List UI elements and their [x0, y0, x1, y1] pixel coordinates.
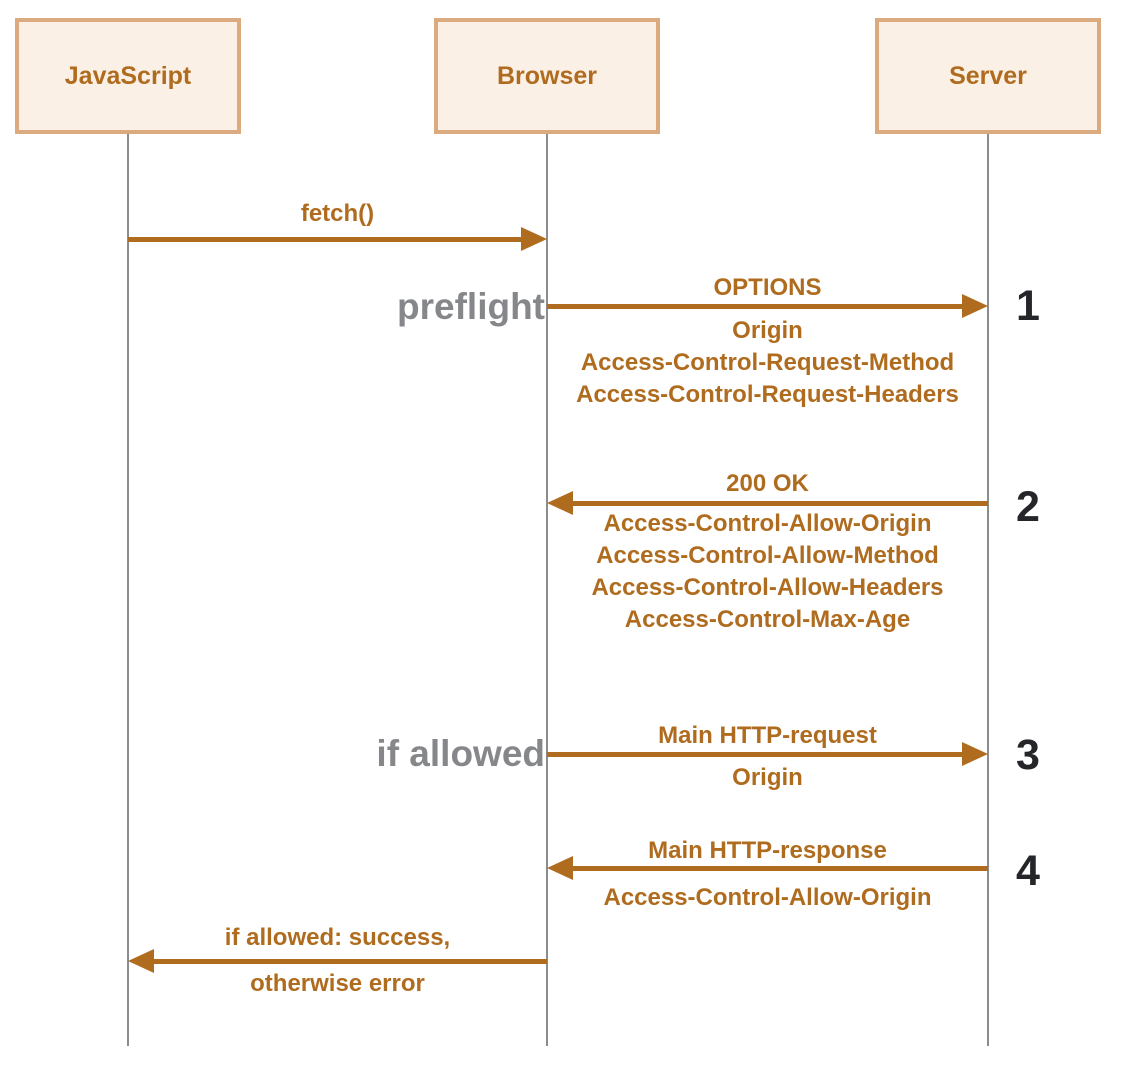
main-request-header: Origin [732, 764, 803, 791]
header-line: Access-Control-Request-Headers [576, 381, 959, 408]
fetch-arrow-shaft [128, 237, 525, 242]
main-request-arrow [547, 742, 988, 767]
actor-label-javascript: JavaScript [64, 61, 192, 90]
if-allowed-annotation: if allowed [376, 733, 545, 774]
fetch-label: fetch() [300, 200, 375, 227]
actor-box-server: Server [875, 18, 1101, 134]
left-arrowhead-icon [547, 491, 573, 515]
actor-label-server: Server [949, 61, 1027, 90]
main-response-arrow-shaft [569, 866, 988, 871]
options-arrow-shaft [547, 304, 966, 309]
preflight-annotation: preflight [397, 286, 545, 327]
header-line: Origin [732, 317, 803, 344]
lifeline-javascript [127, 134, 129, 1046]
step-number-4: 4 [1016, 847, 1040, 895]
header-line: Access-Control-Max-Age [624, 606, 911, 633]
step-number-2: 2 [1016, 483, 1040, 531]
step-number-3: 3 [1016, 731, 1040, 779]
lifeline-server [987, 134, 989, 1046]
step-number-1: 1 [1016, 282, 1040, 330]
left-arrowhead-icon [547, 856, 573, 880]
main-request-arrow-shaft [547, 752, 966, 757]
header-line: Access-Control-Allow-Headers [591, 574, 944, 601]
main-request-label: Main HTTP-request [658, 722, 877, 749]
main-response-header: Access-Control-Allow-Origin [603, 884, 932, 911]
options-label: OPTIONS [713, 274, 822, 301]
header-line: Access-Control-Allow-Method [596, 542, 939, 569]
right-arrowhead-icon [962, 742, 988, 766]
result-arrow [128, 949, 547, 974]
left-arrowhead-icon [128, 949, 154, 973]
actor-box-javascript: JavaScript [15, 18, 241, 134]
lifeline-browser [546, 134, 548, 1046]
header-line: Access-Control-Request-Method [580, 349, 955, 376]
ok-arrow-shaft [569, 501, 988, 506]
ok-response-headers: Access-Control-Allow-Origin Access-Contr… [547, 508, 988, 636]
actor-box-browser: Browser [434, 18, 660, 134]
right-arrowhead-icon [962, 294, 988, 318]
ok-label: 200 OK [726, 470, 809, 497]
fetch-arrow [128, 227, 547, 252]
main-response-arrow [547, 856, 988, 881]
result-arrow-shaft [150, 959, 547, 964]
ok-arrow [547, 491, 988, 516]
header-line: Access-Control-Allow-Origin [603, 510, 932, 537]
options-request-headers: Origin Access-Control-Request-Method Acc… [547, 315, 988, 411]
main-response-label: Main HTTP-response [648, 837, 887, 864]
actor-label-browser: Browser [496, 61, 598, 90]
result-label-line2: otherwise error [250, 970, 425, 997]
result-label-line1: if allowed: success, [224, 924, 451, 951]
options-arrow [547, 294, 988, 319]
right-arrowhead-icon [521, 227, 547, 251]
